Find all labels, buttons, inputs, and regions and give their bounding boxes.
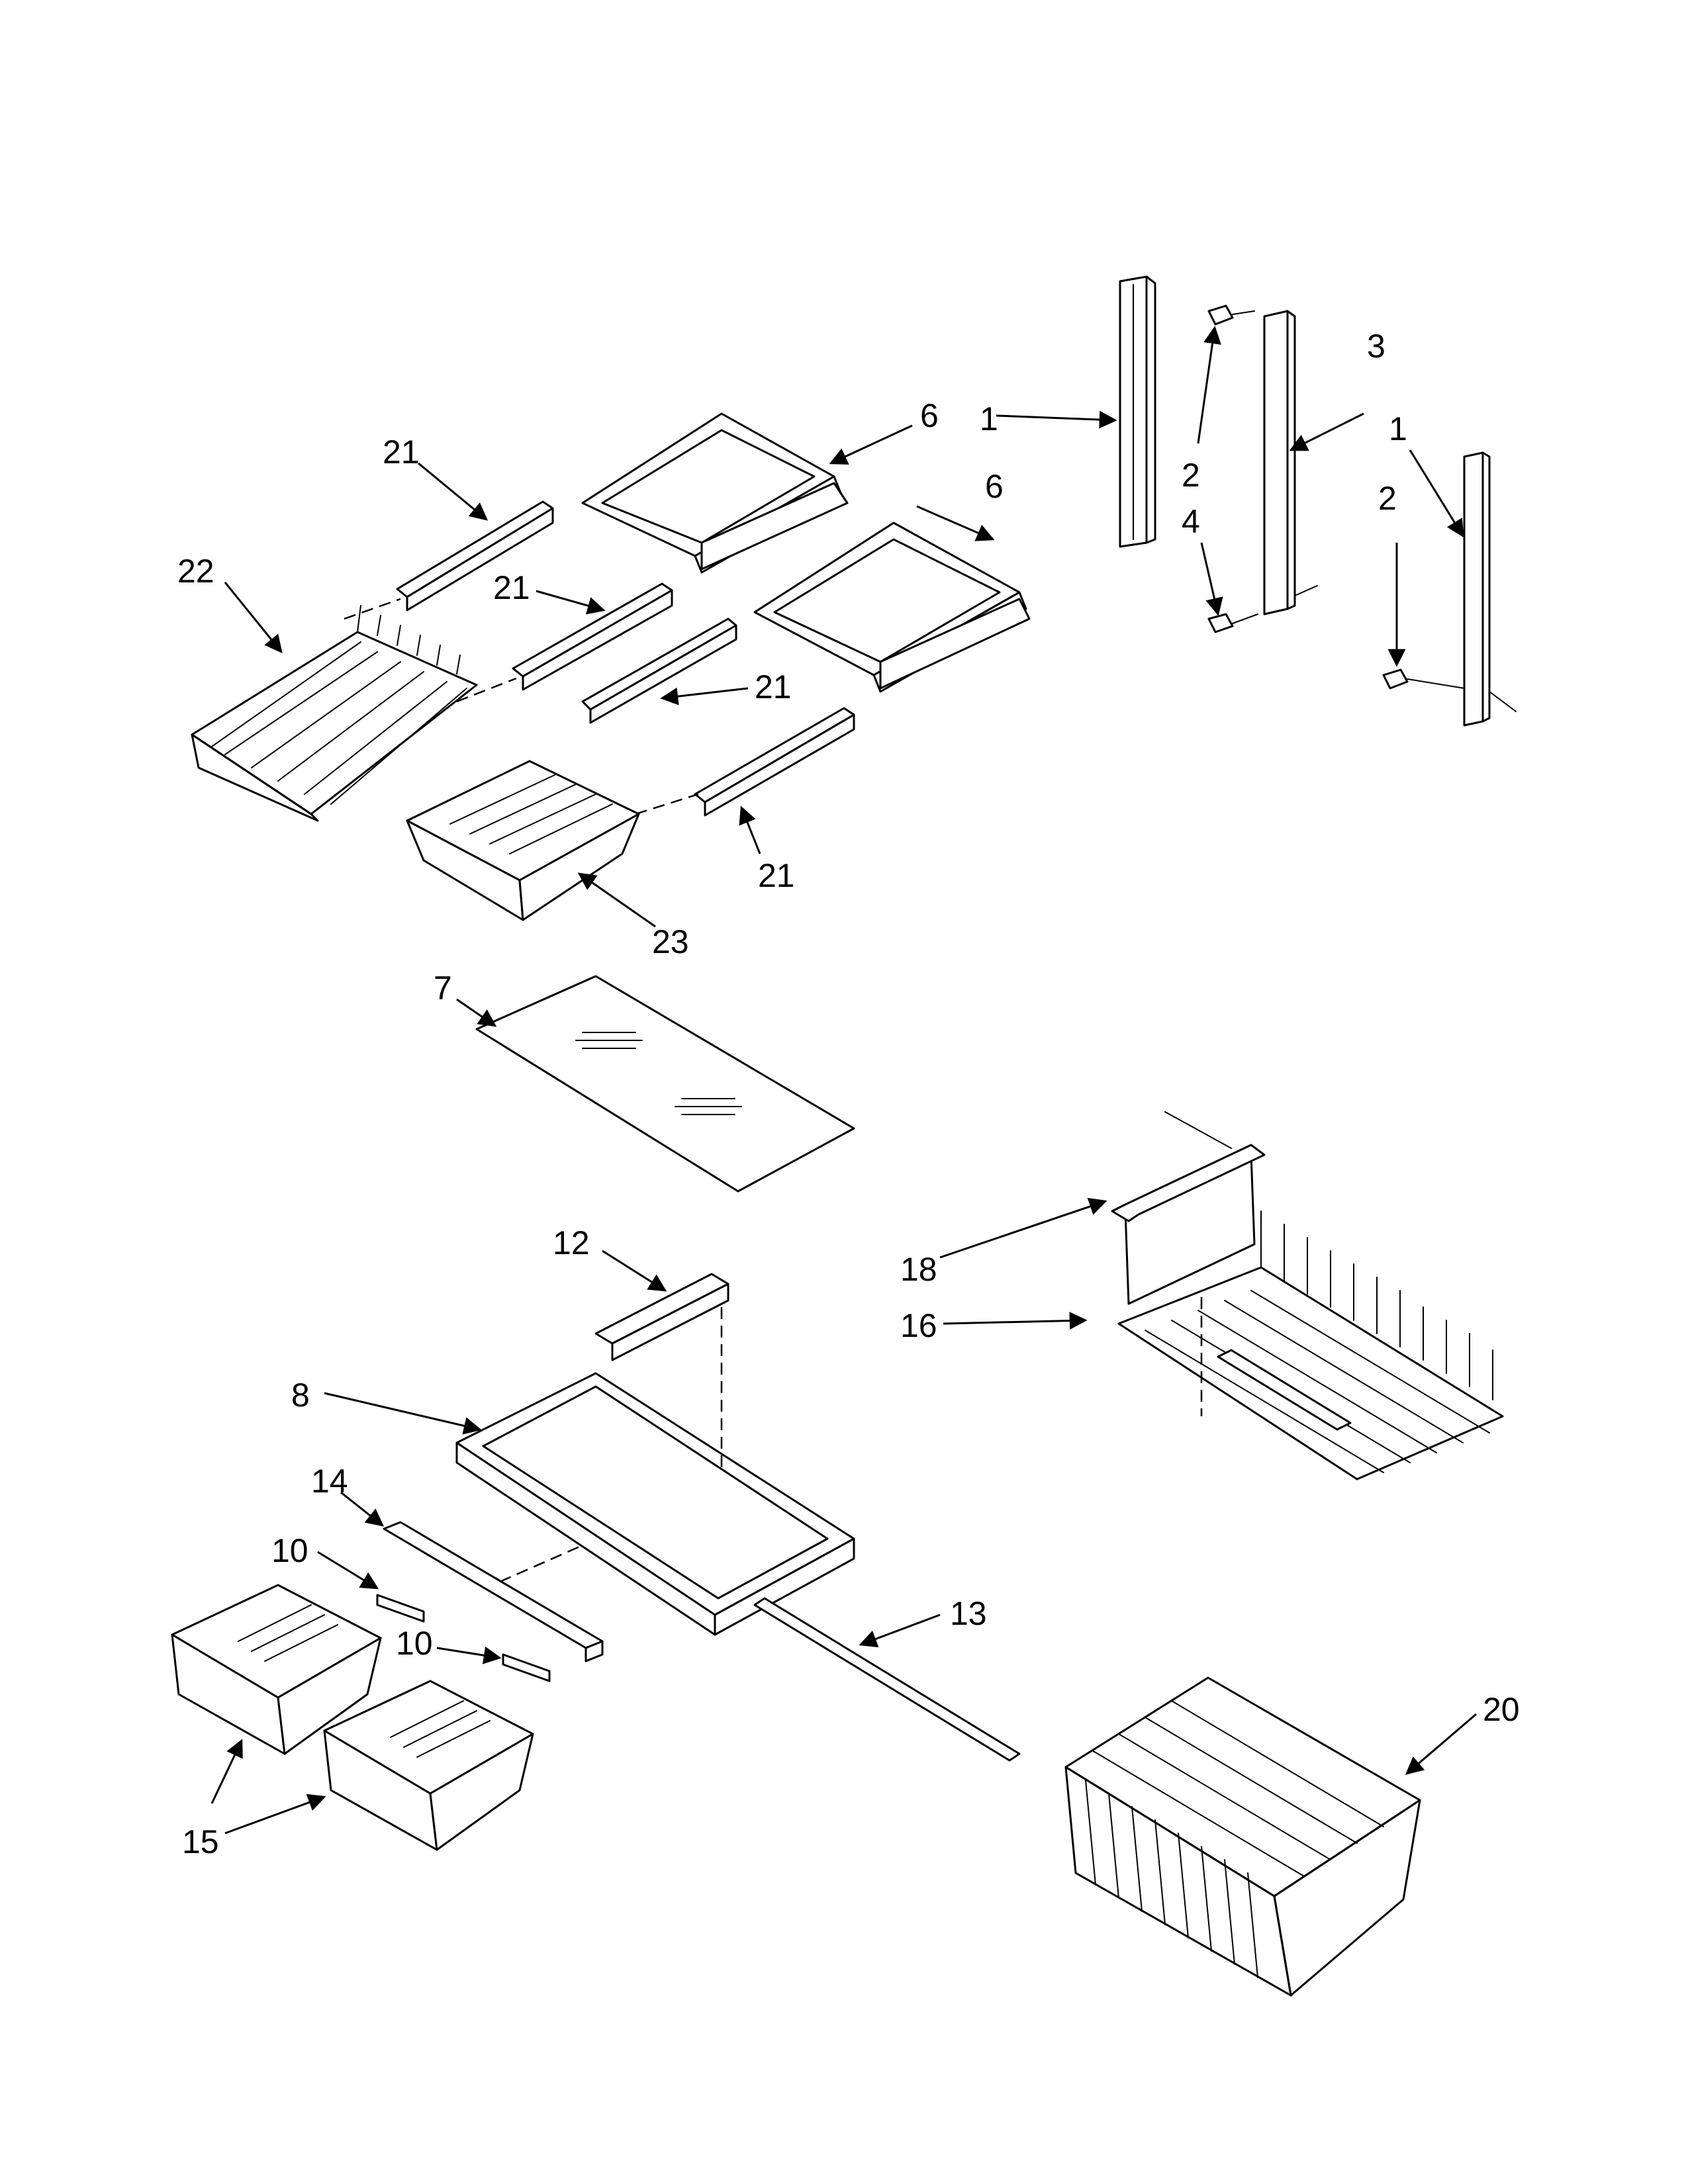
callout-6-lower: 6 — [985, 468, 1004, 505]
shelf-slide-rail — [594, 1273, 729, 1469]
callout-15: 15 — [182, 1823, 219, 1860]
callout-12: 12 — [553, 1224, 590, 1261]
callout-21-b: 21 — [493, 569, 530, 606]
callout-21-a: 21 — [383, 433, 420, 471]
callout-4: 4 — [1182, 503, 1200, 540]
leader-lines — [211, 326, 1477, 1835]
callout-labels: 1 1 2 2 2 3 4 6 6 7 8 10 10 12 13 14 15 … — [177, 328, 1520, 1860]
callout-23: 23 — [652, 923, 689, 960]
screw-right — [1382, 668, 1465, 690]
clip-right — [502, 1653, 551, 1682]
callout-8: 8 — [291, 1377, 310, 1414]
callout-3: 3 — [1367, 328, 1385, 365]
callout-22: 22 — [177, 553, 214, 590]
shelf-frame-assembly — [455, 1372, 855, 1636]
crisper-drawer-right — [323, 1680, 534, 1851]
meat-pan — [406, 760, 640, 921]
clip-left — [376, 1594, 425, 1623]
shelf-ladder-right — [1463, 451, 1517, 727]
callout-7: 7 — [434, 970, 452, 1007]
front-trim — [383, 1521, 604, 1662]
callout-20: 20 — [1483, 1691, 1520, 1728]
crisper-drawer-left — [171, 1584, 382, 1755]
callout-2-right: 2 — [1378, 480, 1397, 517]
cantilever-shelf-upper — [581, 412, 849, 574]
drawer-slide-4 — [694, 707, 855, 817]
callout-2-upper: 2 — [1182, 457, 1200, 494]
callout-6-upper: 6 — [920, 397, 939, 434]
callout-21-d: 21 — [758, 857, 795, 894]
screw-upper — [1207, 304, 1255, 326]
wire-shelf — [1117, 1210, 1504, 1480]
shelf-rod — [753, 1597, 1021, 1762]
callout-1-left: 1 — [980, 400, 998, 437]
callout-1-right: 1 — [1389, 410, 1407, 447]
callout-21-c: 21 — [755, 668, 792, 705]
shelf-ladder-center — [1263, 310, 1318, 615]
callout-10-lower: 10 — [396, 1625, 433, 1662]
shelf-ladder-left — [1119, 275, 1156, 548]
callout-16: 16 — [900, 1307, 937, 1344]
shelf-divider — [1111, 1111, 1266, 1416]
cantilever-shelf-lower — [753, 522, 1031, 693]
callout-14: 14 — [311, 1463, 348, 1500]
drawer-slide-1 — [396, 500, 554, 612]
screw-lower — [1207, 613, 1258, 633]
drawer-slide-2 — [512, 582, 673, 691]
drawer-slide-3 — [581, 617, 737, 724]
callout-18: 18 — [900, 1251, 937, 1288]
callout-13: 13 — [950, 1595, 987, 1632]
glass-shelf — [475, 975, 855, 1193]
callout-10-upper: 10 — [271, 1532, 308, 1569]
wire-drawer — [191, 605, 478, 822]
wire-basket — [1064, 1676, 1421, 1997]
